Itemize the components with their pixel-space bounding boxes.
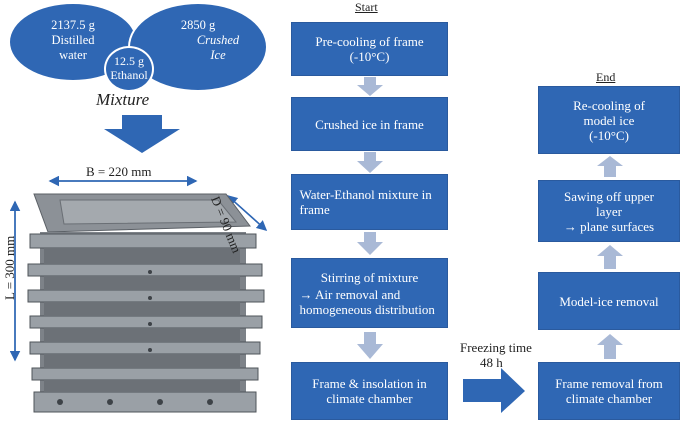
step-climate-chamber-label: Frame & insolation in climate chamber bbox=[312, 376, 427, 406]
ice-label: Crushed Ice bbox=[196, 33, 240, 62]
ice-mass: 2850 g bbox=[180, 18, 216, 32]
step-climate-chamber: Frame & insolation in climate chamber bbox=[291, 362, 448, 420]
arrow-down-3 bbox=[357, 232, 383, 255]
step-recooling-label: Re-cooling of model ice (-10°C) bbox=[573, 97, 645, 143]
water-label: Distilled water bbox=[51, 33, 95, 62]
step-stirring-note: → Air removal and homogeneous distributi… bbox=[299, 286, 435, 317]
freezing-time-value: 48 h bbox=[480, 355, 503, 370]
step-sawing: Sawing off upper layer → plane surfaces bbox=[538, 180, 680, 242]
mixture-title: Mixture bbox=[96, 90, 150, 109]
step-stirring-label: Stirring of mixture bbox=[320, 269, 419, 285]
step-crushed-ice: Crushed ice in frame bbox=[291, 97, 448, 151]
step-stirring: Stirring of mixture → Air removal and ho… bbox=[291, 258, 448, 328]
ethanol-ellipse: 12.5 g Ethanol bbox=[104, 46, 154, 92]
water-mass: 2137.5 g bbox=[51, 18, 95, 32]
arrow-down-2 bbox=[357, 152, 383, 173]
arrow-down-1 bbox=[357, 77, 383, 96]
water-ellipse: 2137.5 g Distilled water bbox=[8, 2, 138, 82]
ethanol-mass: 12.5 g bbox=[114, 54, 144, 68]
step-model-ice-removal-label: Model-ice removal bbox=[559, 293, 659, 309]
end-label: End bbox=[596, 70, 616, 84]
step-sawing-label: Sawing off upper layer bbox=[563, 188, 655, 219]
step-sawing-note: → plane surfaces bbox=[563, 218, 655, 234]
step-precooling: Pre-cooling of frame (-10°C) bbox=[291, 22, 448, 76]
step-water-ethanol-label: Water-Ethanol mixture in frame bbox=[299, 187, 432, 217]
step-precooling-label: Pre-cooling of frame (-10°C) bbox=[315, 34, 424, 64]
start-label: Start bbox=[355, 0, 378, 14]
arrow-up-2 bbox=[597, 245, 623, 269]
length-dimension-label: L = 300 mm bbox=[2, 235, 17, 300]
frame-illustration bbox=[9, 175, 268, 413]
freezing-right-arrow bbox=[463, 368, 525, 413]
step-frame-removal: Frame removal from climate chamber bbox=[538, 362, 680, 420]
arrow-up-1 bbox=[597, 334, 623, 359]
step-model-ice-removal: Model-ice removal bbox=[538, 272, 680, 330]
mixture-down-arrow bbox=[104, 115, 180, 153]
arrow-up-3 bbox=[597, 156, 623, 177]
step-frame-removal-label: Frame removal from climate chamber bbox=[555, 376, 663, 406]
ethanol-label: Ethanol bbox=[110, 68, 148, 82]
width-dimension-label: B = 220 mm bbox=[86, 164, 152, 179]
step-crushed-ice-label: Crushed ice in frame bbox=[315, 116, 424, 132]
step-water-ethanol: Water-Ethanol mixture in frame bbox=[291, 174, 448, 230]
freezing-time-label: Freezing time bbox=[460, 340, 532, 355]
step-recooling: Re-cooling of model ice (-10°C) bbox=[538, 86, 680, 154]
arrow-down-4 bbox=[357, 332, 383, 359]
